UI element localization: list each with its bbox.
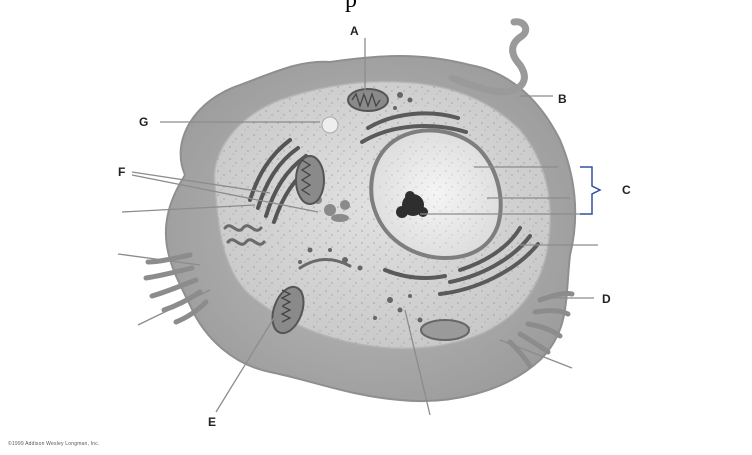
label-a: A bbox=[350, 24, 359, 38]
bracket-c bbox=[580, 167, 600, 214]
label-f: F bbox=[118, 165, 125, 179]
mitochondrion-left bbox=[296, 156, 324, 204]
copyright-credit: ©1999 Addison Wesley Longman, Inc. bbox=[8, 441, 100, 447]
label-d: D bbox=[602, 292, 611, 306]
mitochondrion-top bbox=[348, 89, 388, 111]
label-c: C bbox=[622, 183, 631, 197]
label-b: B bbox=[558, 92, 567, 106]
label-e: E bbox=[208, 415, 216, 429]
label-g: G bbox=[139, 115, 148, 129]
mitochondrion-lower-right bbox=[421, 320, 469, 340]
